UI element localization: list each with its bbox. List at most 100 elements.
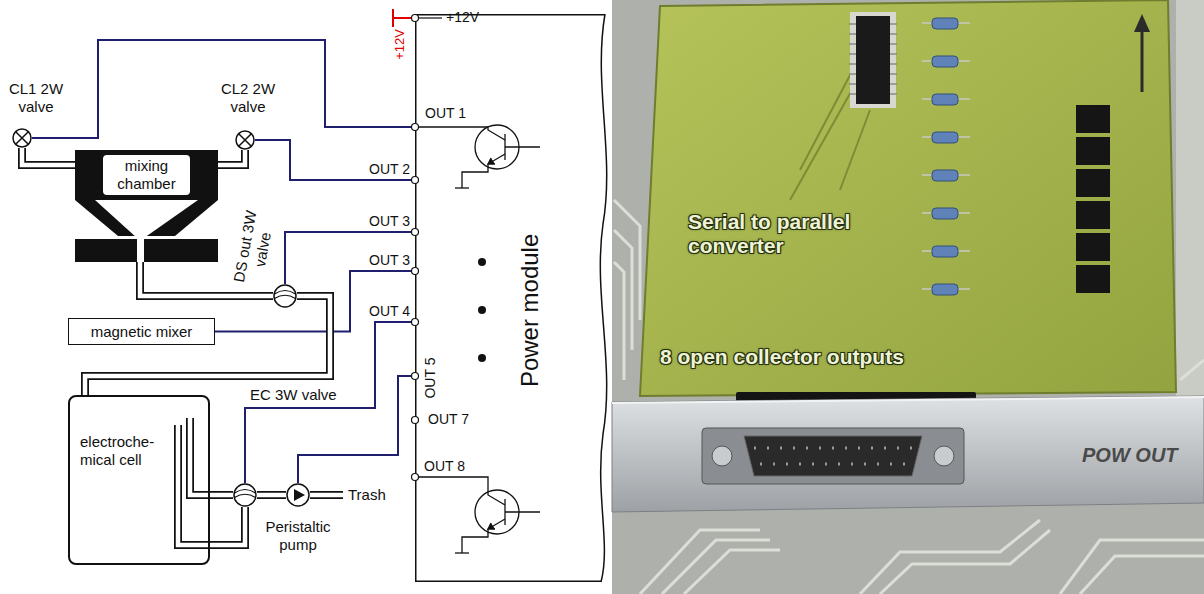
transistor-symbol [505,146,540,147]
two-way-valve [239,134,252,147]
power-module: Power module [415,14,607,582]
three-way-valve [235,490,256,498]
wire-connector [255,140,415,180]
tube-connector [210,495,233,496]
two-way-valve [13,129,31,147]
peristaltic-pump [287,484,309,506]
peristaltic-pump [294,489,305,501]
transistor-symbol [462,154,505,188]
node-label: CL2 2W valve [217,80,279,116]
output-label: OUT 3 [369,213,410,229]
terminal-dot [412,373,419,380]
tube [190,418,211,495]
connector-line [218,150,245,165]
board-photo [614,200,640,320]
three-way-valve: DS out 3W valve [273,284,297,308]
transistor-symbol [455,187,469,188]
peristaltic-pump [286,483,310,507]
ellipsis-dots [478,306,486,314]
supply-symbol [392,9,394,27]
ellipsis-dots [478,258,486,266]
supply-symbol [393,17,411,19]
output-label: OUT 8 [424,458,465,474]
board-photo [754,447,912,450]
board-photo [932,94,958,105]
peristaltic-pump: Peristaltic pump [286,483,310,507]
ellipsis-dots [478,354,486,362]
output-label: OUT 7 [428,411,469,427]
board-photo [850,12,896,108]
output-label: OUT 4 [369,303,410,319]
board-photo [932,284,958,295]
terminal-dot [412,177,419,184]
three-way-valve [274,285,296,307]
connector-line [210,507,245,545]
board-photo [1076,105,1110,133]
tube-connector [218,150,245,165]
board-photo [932,132,958,143]
board-photo [922,23,970,289]
node-label: DS out 3W valve [230,206,279,289]
board-photo [934,446,954,466]
three-way-valve [275,291,296,299]
outlet-label: Trash [348,486,386,503]
tube-connector [85,296,330,395]
terminal-dot [412,15,419,481]
mixing-chamber [75,239,218,262]
board-photo [1180,360,1204,380]
board-photo [932,18,958,295]
board-photo [1076,169,1110,197]
board-photo [614,262,624,380]
terminal-dot [412,124,419,131]
board-photo [612,396,1204,512]
connector-line [257,491,286,499]
transistor-symbol [418,126,488,127]
two-way-valve [16,132,29,145]
board-photo [744,436,922,476]
board-print: Serial to parallel converter [688,210,903,258]
supply-label: +12V [392,29,407,60]
board-photo [612,0,1204,594]
board-photo [662,540,770,594]
board-print: 8 open collector outputs [660,345,904,369]
board-photo [612,397,1204,403]
panel-print: POW OUT [1082,444,1178,467]
power-module [415,14,607,582]
board-photo [702,428,964,484]
board-photo [1076,201,1110,229]
tube-connector [210,507,245,545]
connector-line [32,40,415,138]
node-label: magnetic mixer [91,323,193,341]
connector-line [22,148,75,165]
connector-line [210,493,233,498]
electrochemical-cell: electroche- mical cell [68,395,210,565]
mixing-chamber: mixing chamber [75,150,218,262]
board-photo [922,23,970,289]
terminal-dot [412,15,419,22]
module-title: Power module [516,233,545,386]
three-way-valve [233,483,257,507]
board-photo [760,463,906,466]
terminal-dot [412,229,419,236]
board-photo [932,56,958,67]
transistor-symbol [488,127,505,140]
three-way-valve [273,284,297,308]
connector-line [210,491,233,499]
mixing-chamber [137,236,144,262]
tube [310,491,343,499]
board-photo [1176,0,1204,396]
two-way-valve: CL1 2W valve [12,128,32,148]
board-photo [1076,233,1110,261]
supply-label: +12V [446,9,479,25]
output-label: OUT 3 [369,252,410,268]
board-photo [1080,556,1204,594]
tube [309,493,343,498]
output-label: OUT 1 [425,105,466,121]
board-photo [932,18,958,29]
board-photo [1076,265,1110,293]
board-photo [1141,30,1144,92]
two-way-valve [235,130,255,150]
board-photo [1076,105,1110,293]
board-photo [800,60,858,170]
